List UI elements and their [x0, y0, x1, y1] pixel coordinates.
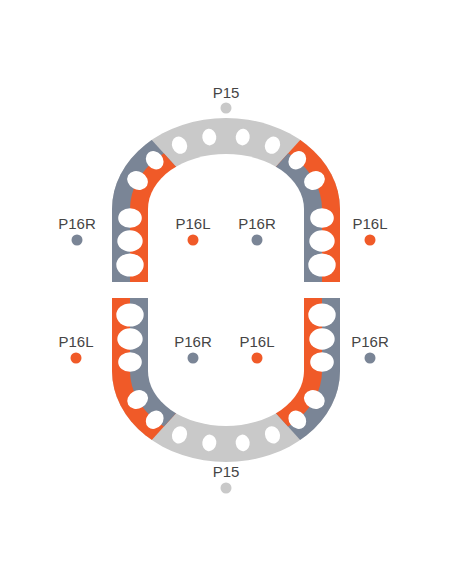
tooth — [262, 424, 282, 446]
tooth — [116, 254, 143, 277]
tooth — [310, 352, 334, 372]
site-label: P16R — [238, 216, 276, 231]
site-label: P16L — [175, 216, 210, 231]
tooth — [124, 167, 152, 193]
tooth — [309, 328, 334, 349]
tooth — [310, 208, 334, 228]
tooth — [169, 134, 189, 156]
tooth — [117, 328, 142, 349]
tooth — [285, 407, 310, 433]
site-label: P16L — [239, 334, 274, 349]
site-label: P16R — [58, 216, 96, 231]
tooth — [124, 386, 152, 412]
site-label: P16L — [352, 216, 387, 231]
site-label: P16R — [174, 334, 212, 349]
tooth — [201, 128, 217, 146]
site-label: P15 — [213, 464, 240, 479]
tooth — [117, 230, 142, 251]
tooth — [142, 407, 167, 433]
site-label: P16L — [58, 334, 93, 349]
tooth — [301, 386, 329, 412]
upper-arch — [112, 118, 340, 282]
lower-arch — [112, 298, 340, 462]
tooth — [142, 147, 167, 173]
tooth — [308, 254, 335, 277]
tooth — [285, 147, 310, 173]
tooth — [262, 134, 282, 156]
tooth — [301, 167, 329, 193]
tooth — [308, 304, 335, 327]
tooth — [201, 434, 217, 452]
site-label: P15 — [213, 85, 240, 100]
tooth — [118, 352, 142, 372]
tooth — [235, 434, 251, 452]
tooth — [309, 230, 334, 251]
tooth — [116, 304, 143, 327]
tooth — [235, 128, 251, 146]
marker-dots — [71, 103, 376, 494]
site-label: P16R — [351, 334, 389, 349]
tooth — [169, 424, 189, 446]
tooth — [118, 208, 142, 228]
